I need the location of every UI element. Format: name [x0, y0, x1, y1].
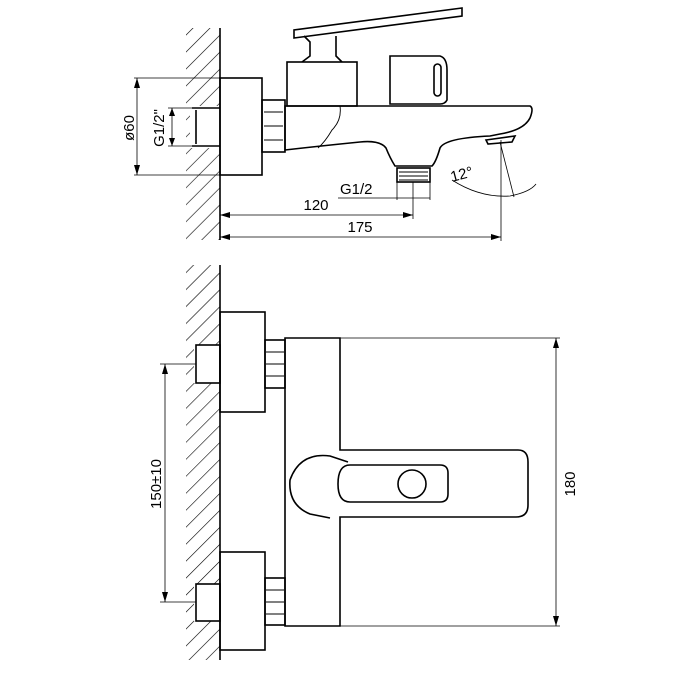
dim-height: 180	[340, 337, 579, 627]
dim-outlet-distance: 120	[220, 182, 414, 219]
height-label: 180	[562, 471, 579, 496]
cartridge-housing	[286, 61, 358, 107]
dim-inlet-spacing: 150±10	[148, 363, 196, 603]
total-length-label: 175	[347, 219, 372, 236]
inlet-spacing-label: 150±10	[148, 459, 165, 509]
diameter-label: ø60	[121, 115, 138, 141]
faucet-body	[284, 105, 533, 167]
spout-aerator	[484, 135, 517, 145]
front-view: 150±10 180	[148, 265, 579, 660]
lever-handle	[293, 7, 463, 39]
side-view: ø60 G1/2" G1/2 120 175	[121, 7, 537, 241]
upper-hex-nut	[264, 339, 286, 389]
dim-angle: 12°	[449, 141, 537, 198]
faucet-body-front	[284, 337, 529, 627]
outlet-thread-label: G1/2	[340, 181, 373, 198]
upper-escutcheon	[219, 311, 266, 413]
lower-hex-nut	[264, 577, 286, 626]
dim-outlet-thread: G1/2	[338, 181, 431, 200]
lever-front	[289, 454, 449, 519]
dim-diameter: ø60	[121, 77, 220, 176]
outlet-distance-label: 120	[303, 197, 328, 214]
angle-label: 12°	[449, 164, 475, 186]
hex-nut	[261, 99, 286, 153]
dim-inlet-thread: G1/2"	[151, 107, 192, 147]
dim-total-length: 175	[220, 140, 502, 241]
lever-stem	[301, 35, 343, 63]
inlet-pipe	[192, 107, 220, 147]
escutcheon	[219, 77, 263, 176]
lower-escutcheon	[219, 551, 266, 651]
inlet-thread-label: G1/2"	[151, 109, 168, 147]
diverter-knob	[389, 55, 448, 105]
outlet-thread	[396, 167, 431, 183]
